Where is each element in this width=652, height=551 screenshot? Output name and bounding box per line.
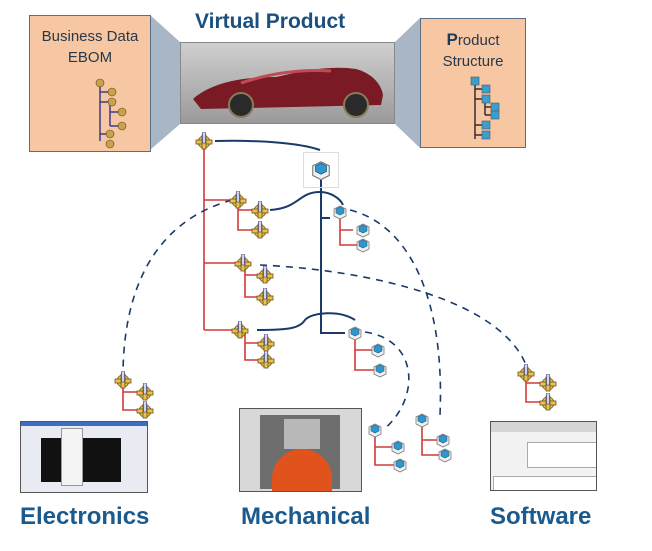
ebom-title-line1: Business Data <box>41 28 139 45</box>
cube-icon <box>414 412 430 428</box>
car-image <box>180 42 395 124</box>
gear-icon <box>251 221 269 239</box>
electronics-cad-screenshot <box>20 421 148 493</box>
cube-icon <box>370 342 386 358</box>
gear-icon <box>539 393 557 411</box>
product-structure-panel: Product Structure <box>420 18 526 148</box>
gear-icon <box>251 201 269 219</box>
domain-label-software: Software <box>490 503 592 530</box>
virtual-product-title: Virtual Product <box>195 10 346 33</box>
cube-icon <box>303 152 339 188</box>
gear-icon <box>539 374 557 392</box>
cube-icon <box>367 422 383 438</box>
gear-icon <box>195 132 213 150</box>
mechanical-cad-screenshot <box>239 408 362 492</box>
cube-icon <box>437 447 453 463</box>
gear-tree-icon <box>95 78 127 149</box>
left-wall <box>150 15 180 150</box>
cube-icon <box>347 325 363 341</box>
domain-label-mechanical: Mechanical <box>241 503 371 530</box>
gear-icon <box>517 364 535 382</box>
cube-icon <box>355 237 371 253</box>
product-structure-title-line1: Product <box>446 30 500 49</box>
cube-icon <box>435 432 451 448</box>
software-ide-screenshot <box>490 421 597 491</box>
cube-icon <box>390 439 406 455</box>
gear-icon <box>136 401 154 419</box>
cube-icon <box>355 222 371 238</box>
ebom-title-line2: EBOM <box>67 49 113 66</box>
ebom-tree-lines <box>122 148 548 466</box>
gear-icon <box>256 288 274 306</box>
gear-icon <box>229 191 247 209</box>
cross-domain-links <box>122 199 527 431</box>
gear-icon <box>234 254 252 272</box>
product-structure-title-line2: Structure <box>442 53 504 70</box>
product-links <box>214 139 356 334</box>
cube-icon <box>392 457 408 473</box>
gear-icon <box>257 351 275 369</box>
cube-icon <box>372 362 388 378</box>
gear-icon <box>114 371 132 389</box>
gear-icon <box>256 266 274 284</box>
business-data-ebom-panel: Business Data EBOM <box>29 15 151 152</box>
cube-tree-icon <box>470 76 500 140</box>
cube-icon <box>332 204 348 220</box>
right-wall <box>395 18 420 148</box>
gear-icon <box>231 321 249 339</box>
gear-icon <box>257 334 275 352</box>
domain-label-electronics: Electronics <box>20 503 150 530</box>
gear-icon <box>136 383 154 401</box>
